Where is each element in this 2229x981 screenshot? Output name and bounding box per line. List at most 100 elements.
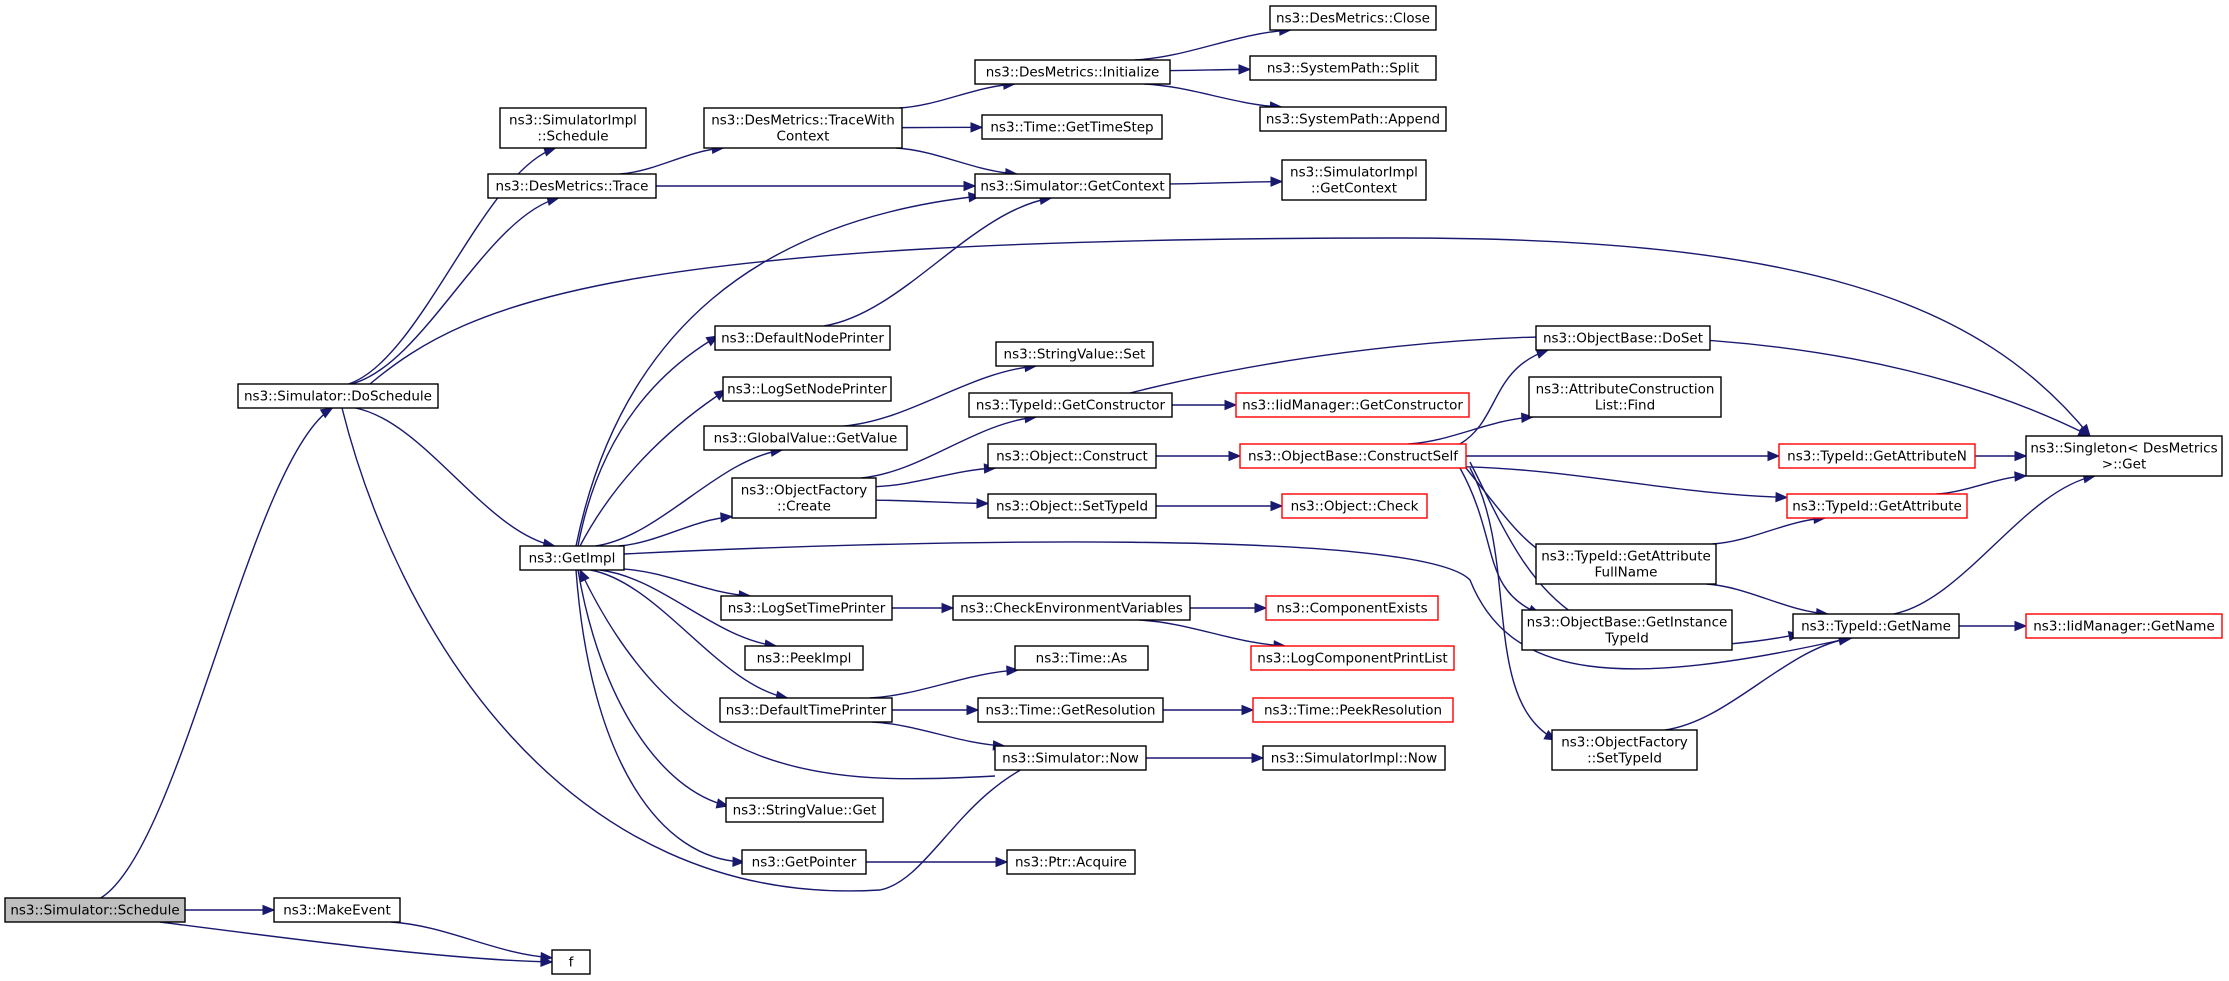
node-logcomponentprintlist[interactable]: ns3::LogComponentPrintList — [1250, 645, 1455, 671]
node-typeid-getattributen[interactable]: ns3::TypeId::GetAttributeN — [1778, 443, 1976, 469]
node-simimpl-getcontext[interactable]: ns3::SimulatorImpl::GetContext — [1281, 159, 1427, 201]
node-objectfactory-settypeid[interactable]: ns3::ObjectFactory::SetTypeId — [1551, 729, 1698, 771]
node-typeid-getattribute[interactable]: ns3::TypeId::GetAttribute — [1786, 493, 1968, 519]
edge-desmetrics_trace-to-sim_getcontext — [656, 180, 977, 192]
node-box — [744, 645, 864, 671]
node-object-check[interactable]: ns3::Object::Check — [1281, 493, 1428, 519]
node-time-peekresolution[interactable]: ns3::Time::PeekResolution — [1252, 697, 1454, 723]
node-typeid-getconstructor[interactable]: ns3::TypeId::GetConstructor — [968, 392, 1173, 418]
node-defaultnodeprinter[interactable]: ns3::DefaultNodePrinter — [714, 325, 891, 351]
node-objectbase-constructself[interactable]: ns3::ObjectBase::ConstructSelf — [1239, 443, 1467, 469]
node-box — [995, 341, 1154, 367]
edge-makeevent-to-f — [390, 921, 554, 963]
node-f[interactable]: f — [551, 949, 591, 975]
node-box — [4, 897, 186, 923]
node-logsetnodeprinter[interactable]: ns3::LogSetNodePrinter — [722, 376, 892, 402]
node-object-settypeid[interactable]: ns3::Object::SetTypeId — [987, 493, 1157, 519]
node-ptr-acquire[interactable]: ns3::Ptr::Acquire — [1006, 849, 1136, 875]
node-box — [237, 383, 439, 409]
node-label: ns3::LogComponentPrintList — [1257, 651, 1447, 667]
node-label: ns3::Object::Check — [1291, 499, 1419, 515]
node-label: ns3::Time::GetResolution — [985, 703, 1155, 719]
edge-sim_now-to-simimpl_now — [1145, 752, 1265, 764]
node-label: Context — [777, 129, 830, 145]
edge-schedule-to-f — [159, 921, 554, 968]
node-objectbase-doset[interactable]: ns3::ObjectBase::DoSet — [1535, 325, 1711, 351]
node-singleton-get[interactable]: ns3::Singleton< DesMetrics>::Get — [2025, 435, 2223, 477]
node-box — [722, 376, 892, 402]
node-sim-getcontext[interactable]: ns3::Simulator::GetContext — [974, 173, 1171, 199]
node-box — [1528, 376, 1722, 418]
node-peekimpl[interactable]: ns3::PeekImpl — [744, 645, 864, 671]
node-box — [1535, 325, 1711, 351]
node-componentexists[interactable]: ns3::ComponentExists — [1265, 595, 1439, 621]
edge-getpointer-to-ptr_acquire — [866, 856, 1009, 868]
edge-time_getresolution-to-time_peekresolution — [1163, 704, 1255, 716]
node-label: ns3::Simulator::DoSchedule — [244, 389, 432, 405]
node-box — [974, 59, 1171, 85]
node-simimpl-now[interactable]: ns3::SimulatorImpl::Now — [1262, 745, 1446, 771]
node-getimpl[interactable]: ns3::GetImpl — [519, 545, 625, 571]
node-stringvalue-get[interactable]: ns3::StringValue::Get — [725, 797, 884, 823]
node-stringvalue-set[interactable]: ns3::StringValue::Set — [995, 341, 1154, 367]
node-label: ::SetTypeId — [1587, 751, 1662, 767]
node-box — [1786, 493, 1968, 519]
node-label: ns3::SystemPath::Split — [1267, 61, 1419, 77]
node-objectfactory-create[interactable]: ns3::ObjectFactory::Create — [731, 477, 877, 519]
node-syspath-append[interactable]: ns3::SystemPath::Append — [1259, 106, 1447, 132]
node-label: ns3::GetImpl — [529, 551, 616, 567]
edge-doschedule-to-desmetrics_trace — [351, 195, 560, 385]
node-object-construct[interactable]: ns3::Object::Construct — [987, 443, 1157, 469]
node-box — [1262, 745, 1446, 771]
node-desmetrics-trace[interactable]: ns3::DesMetrics::Trace — [487, 173, 657, 199]
node-box — [1006, 849, 1136, 875]
node-label: ::Schedule — [537, 129, 608, 145]
edge-checkenvvars-to-componentexists — [1189, 602, 1268, 614]
node-box — [987, 493, 1157, 519]
node-box — [1551, 729, 1698, 771]
node-label: ns3::DefaultNodePrinter — [721, 331, 884, 347]
node-time-getresolution[interactable]: ns3::Time::GetResolution — [977, 697, 1164, 723]
node-label: ns3::DesMetrics::Close — [1276, 11, 1430, 27]
node-checkenvvars[interactable]: ns3::CheckEnvironmentVariables — [952, 595, 1191, 621]
node-label: ns3::DesMetrics::Initialize — [986, 65, 1160, 81]
node-label: ns3::TypeId::GetConstructor — [976, 398, 1166, 414]
node-sim-now[interactable]: ns3::Simulator::Now — [994, 745, 1147, 771]
edge-objectfactory_create-to-object_settypeid — [875, 498, 990, 509]
node-box — [1252, 697, 1454, 723]
node-time-as[interactable]: ns3::Time::As — [1014, 645, 1149, 671]
node-label: ns3::Singleton< DesMetrics — [2030, 441, 2217, 457]
node-typeid-getname[interactable]: ns3::TypeId::GetName — [1792, 613, 1960, 639]
node-getpointer[interactable]: ns3::GetPointer — [741, 849, 867, 875]
edge-logsettimeprinter-to-checkenvvars — [891, 602, 955, 614]
node-defaulttimeprinter[interactable]: ns3::DefaultTimePrinter — [719, 697, 893, 723]
node-doschedule[interactable]: ns3::Simulator::DoSchedule — [237, 383, 439, 409]
node-box — [1239, 443, 1467, 469]
node-label: ns3::Simulator::Schedule — [10, 903, 179, 919]
node-time-gettimestep[interactable]: ns3::Time::GetTimeStep — [981, 114, 1163, 140]
node-box — [273, 897, 401, 923]
edge-object_settypeid-to-object_check — [1156, 500, 1284, 512]
node-label: ns3::DefaultTimePrinter — [726, 703, 887, 719]
node-iidmanager-getname[interactable]: ns3::IidManager::GetName — [2025, 613, 2223, 639]
node-box — [719, 697, 893, 723]
node-label: ns3::LogSetTimePrinter — [728, 601, 886, 617]
node-box — [487, 173, 657, 199]
node-label: ns3::Ptr::Acquire — [1015, 855, 1127, 871]
node-desmetrics-init[interactable]: ns3::DesMetrics::Initialize — [974, 59, 1171, 85]
node-label: ns3::AttributeConstruction — [1536, 382, 1715, 398]
node-syspath-split[interactable]: ns3::SystemPath::Split — [1249, 55, 1437, 81]
node-logsettimeprinter[interactable]: ns3::LogSetTimePrinter — [720, 595, 893, 621]
edge-doschedule-to-sim_now — [341, 407, 1048, 892]
edge-desmetrics_tracewithctx-to-time_gettimestep — [901, 122, 984, 133]
node-label: ::GetContext — [1311, 181, 1397, 197]
node-makeevent[interactable]: ns3::MakeEvent — [273, 897, 401, 923]
node-simimpl-schedule[interactable]: ns3::SimulatorImpl::Schedule — [499, 107, 647, 149]
node-desmetrics-close[interactable]: ns3::DesMetrics::Close — [1269, 5, 1437, 31]
node-globalvalue-getvalue[interactable]: ns3::GlobalValue::GetValue — [703, 425, 908, 451]
node-iidmanager-getconstructor[interactable]: ns3::IidManager::GetConstructor — [1235, 392, 1470, 418]
